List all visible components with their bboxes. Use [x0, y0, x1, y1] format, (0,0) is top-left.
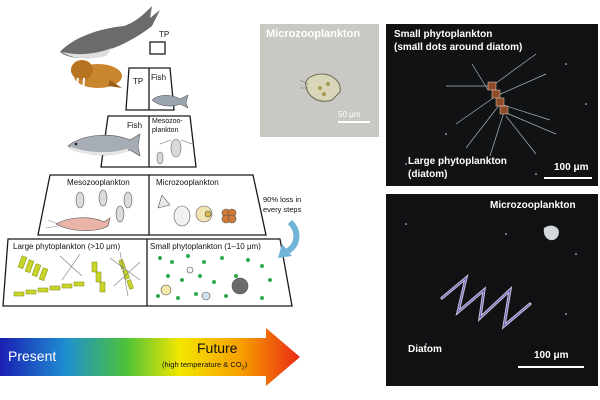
- tier4-left-label: Large phytoplankton (>10 μm): [13, 242, 121, 251]
- small-phytoplankton-drawings: [156, 254, 272, 301]
- photo3-label: Diatom: [408, 344, 442, 355]
- whale-icon: [60, 6, 160, 59]
- tier1-top-label: TP: [159, 30, 170, 39]
- mesozooplankton-drawings: [45, 189, 133, 231]
- photo2-scale-bar: [544, 177, 592, 179]
- tier4-right-label: Small phytoplankton (1–10 μm): [150, 242, 261, 251]
- pyramid-outline: [2, 41, 293, 307]
- photo1-title: Microzooplankton: [266, 28, 361, 40]
- photo3-scale-label: 100 μm: [534, 350, 569, 361]
- tier2-right-label-line1: Mesozoo-: [152, 118, 183, 125]
- tier3-left-label: Mesozooplankton: [67, 178, 130, 187]
- copepod-icons: [156, 138, 193, 165]
- photo2-title-line1: Small phytoplankton: [394, 29, 493, 40]
- diatom-zigzag-icon: [405, 223, 577, 345]
- fish-icon-small: [151, 94, 189, 109]
- tier3-right-label: Microzooplankton: [156, 178, 219, 187]
- tier1-left-label: TP: [133, 77, 144, 86]
- cycle-arrow-icon: [278, 219, 300, 258]
- photo2-label-line1: Large phytoplankton: [408, 156, 507, 167]
- photo-microzooplankton-light: Microzooplankton 50 μm: [260, 24, 379, 137]
- photo2-label-line2: (diatom): [408, 169, 448, 180]
- loss-note-line1: 90% loss in: [263, 195, 302, 204]
- photo2-title-line2: (small dots around diatom): [394, 42, 523, 53]
- microzooplankton-drawings: [157, 194, 237, 227]
- timeline-arrow: [0, 328, 300, 386]
- tier2-left-label: Fish: [127, 121, 143, 130]
- walrus-icon: [71, 60, 122, 93]
- photo1-scale-bar: [338, 121, 370, 123]
- loss-note-line2: every steps: [263, 205, 302, 214]
- diatom-spines-icon: [405, 43, 587, 175]
- photo-diatom-dark: Microzooplankton Diatom 100 μm: [386, 194, 598, 386]
- large-phytoplankton-drawings: [13, 251, 141, 297]
- photo3-scale-bar: [518, 366, 584, 368]
- tier1-right-label: Fish: [151, 73, 167, 82]
- tier2-right-label-line2: plankton: [152, 127, 179, 134]
- future-sub-label: (high temperature & CO2): [162, 360, 248, 372]
- photo3-title: Microzooplankton: [490, 200, 576, 211]
- photo-phytoplankton-dark: Small phytoplankton (small dots around d…: [386, 24, 598, 186]
- ciliate-icon: [299, 73, 341, 102]
- fish-icon-cod: [67, 133, 141, 157]
- photo1-scale-label: 50 μm: [338, 110, 361, 119]
- present-label: Present: [8, 348, 57, 364]
- future-label: Future: [197, 340, 238, 356]
- photo2-scale-label: 100 μm: [554, 162, 589, 173]
